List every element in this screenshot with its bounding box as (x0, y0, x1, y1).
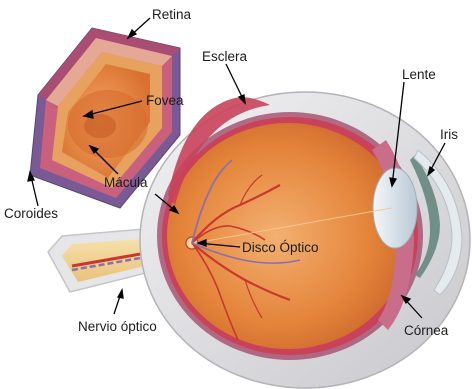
label-fovea: Fovea (146, 94, 184, 108)
label-macula: Mácula (104, 176, 148, 190)
label-nervio-optico: Nervio óptico (78, 320, 157, 334)
label-iris: Iris (440, 128, 458, 142)
label-coroides: Coroides (4, 207, 58, 221)
label-cornea: Córnea (404, 324, 448, 338)
label-lente: Lente (402, 68, 436, 82)
label-esclera: Esclera (202, 50, 247, 64)
arrow-nervio-optico (118, 290, 123, 298)
label-disco-optico: Disco Óptico (242, 241, 319, 255)
label-retina: Retina (152, 8, 191, 22)
